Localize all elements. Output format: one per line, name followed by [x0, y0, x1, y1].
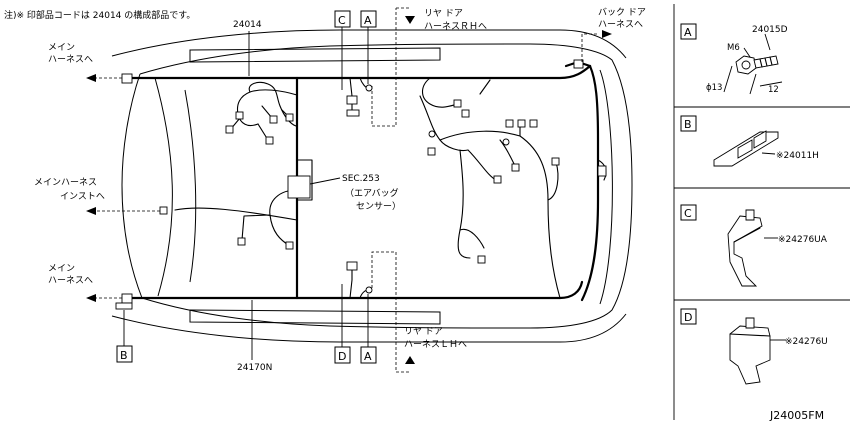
- back-door-label: バック ドア: [598, 7, 646, 18]
- left-callout: B: [115, 302, 133, 363]
- connector: [517, 119, 526, 128]
- callout-box-a: [360, 346, 377, 364]
- arrow-right-icon: [602, 30, 612, 38]
- connector: [477, 255, 486, 264]
- callout-letter: D: [338, 350, 346, 363]
- part-number-top: 24014: [233, 20, 262, 30]
- connector: [427, 147, 436, 156]
- back-door-label: ハーネスへ: [598, 19, 643, 30]
- connector: [461, 109, 470, 118]
- part-number-bottom: 24170N: [237, 363, 272, 373]
- clip-part: [713, 130, 779, 167]
- arrow-down-icon: [405, 16, 415, 24]
- main-harness-bottom-label: ハーネスへ: [48, 275, 93, 286]
- main-harness-inst-label: インストへ: [60, 192, 105, 202]
- panel-d-box: [680, 308, 697, 325]
- connector: [235, 111, 244, 120]
- main-harness-top-label: メイン: [48, 43, 75, 53]
- rear-branches: [349, 77, 607, 299]
- callout-box-d: [334, 346, 351, 364]
- clip: [502, 138, 510, 146]
- rear-door-rh-label: リヤ ドア: [424, 9, 463, 19]
- panel-c-code: ※24276UA: [778, 235, 828, 245]
- connector: [225, 125, 234, 134]
- bottom-callouts: D A リヤ ドア ハーネスＬＨへ: [334, 251, 467, 373]
- vehicle-outline: [111, 29, 633, 343]
- panel-c-box: [680, 204, 697, 221]
- top-callouts: C A リヤ ドア ハーネスＲＨへ: [334, 7, 487, 127]
- sec-sublabel: （エアバッグ: [345, 187, 399, 199]
- connector: [511, 163, 520, 172]
- connectors: [121, 59, 607, 304]
- bracket-part: [727, 209, 763, 287]
- callout-box-b: [116, 345, 133, 363]
- connector: [573, 59, 584, 69]
- bolt-part: [735, 55, 779, 75]
- rear-door-rh-label: ハーネスＲＨへ: [424, 21, 487, 32]
- connector: [159, 206, 168, 215]
- arrow-up-icon: [405, 356, 415, 364]
- connector: [493, 175, 502, 184]
- connector: [453, 99, 462, 108]
- connector: [551, 157, 560, 166]
- panel-letter: C: [684, 207, 692, 220]
- sec-reference: SEC.253 （エアバッグ センサー）: [309, 174, 401, 212]
- sec-label: SEC.253: [342, 174, 380, 184]
- panel-letter: A: [684, 26, 692, 39]
- callout-box-a: [360, 10, 377, 28]
- connector: [265, 136, 274, 145]
- connector: [529, 119, 538, 128]
- back-door-destination: バック ドア ハーネスへ: [581, 7, 646, 62]
- connector: [285, 241, 294, 250]
- diagram-code: J24005FM: [769, 409, 824, 422]
- panel-letter: D: [684, 311, 692, 324]
- sec-sublabel: センサー）: [356, 201, 401, 212]
- panel-d-code: ※24276U: [785, 337, 828, 347]
- connector: [121, 73, 133, 84]
- panel-b-box: [680, 115, 697, 132]
- callout-letter: C: [338, 14, 346, 27]
- arrow-left-icon: [86, 294, 96, 302]
- parts-panel: A 24015D M6 ϕ13 12 B ※24011H C: [673, 4, 850, 420]
- rear-door-lh-label: リヤ ドア: [404, 327, 443, 337]
- panel-a-length: 12: [768, 85, 779, 95]
- connector: [597, 165, 607, 177]
- main-harness-top-label: ハーネスへ: [48, 54, 93, 65]
- arrow-left-icon: [86, 207, 96, 215]
- connector: [269, 115, 278, 124]
- ground-bolt: [365, 84, 373, 92]
- callout-letter: A: [364, 14, 372, 27]
- callout-box-c: [334, 10, 351, 28]
- connector: [346, 261, 358, 271]
- connector: [346, 95, 358, 105]
- panel-a-box: [680, 23, 697, 40]
- bracket-part: [729, 317, 771, 385]
- main-harness-inst-label: メインハーネス: [34, 177, 97, 188]
- callout-letter: B: [120, 349, 128, 362]
- panel-letter: B: [684, 118, 692, 131]
- main-harness-bottom-label: メイン: [48, 264, 75, 274]
- panel-a-thread: M6: [727, 43, 740, 53]
- note-text: 注)※ 印部品コードは 24014 の構成部品です。: [4, 9, 195, 21]
- clip-b: [115, 302, 133, 310]
- callout-letter: A: [364, 350, 372, 363]
- connector: [121, 293, 133, 304]
- left-destinations: メイン ハーネスへ メインハーネス インストへ メイン ハーネスへ: [34, 43, 160, 302]
- clip: [428, 130, 436, 138]
- panel-b-code: ※24011H: [776, 151, 819, 161]
- panel-a-diameter: ϕ13: [706, 83, 722, 93]
- panel-a-code: 24015D: [752, 25, 788, 35]
- connector: [346, 109, 360, 117]
- connector: [285, 113, 294, 122]
- rear-door-lh-label: ハーネスＬＨへ: [404, 339, 467, 350]
- connector: [237, 237, 246, 246]
- arrow-left-icon: [86, 74, 96, 82]
- ground-bolt: [365, 286, 373, 294]
- connector: [505, 119, 514, 128]
- airbag-sensor: [287, 175, 311, 199]
